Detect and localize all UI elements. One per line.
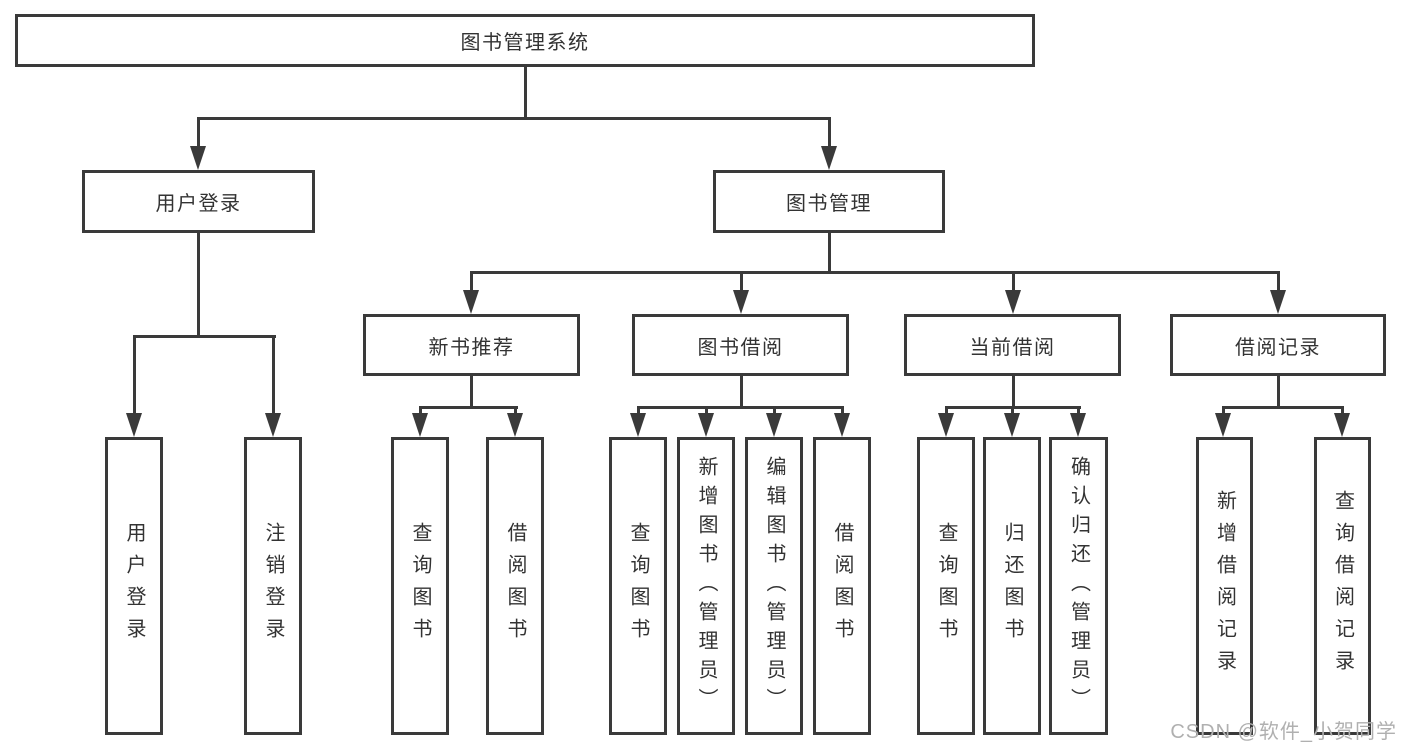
arrow-down-icon — [733, 290, 749, 314]
node-borrow-books: 借阅图书 — [813, 437, 871, 735]
node-add-borrow-record: 新增借阅记录 — [1196, 437, 1253, 735]
node-edit-books-admin: 编辑图书（管理员） — [745, 437, 803, 735]
node-label: 借阅图书 — [831, 522, 853, 650]
watermark: CSDN @软件_小贺同学 — [1170, 721, 1397, 743]
connector-line — [271, 336, 275, 421]
node-library-management-system: 图书管理系统 — [15, 14, 1035, 67]
connector-line — [1011, 376, 1015, 408]
connector-line — [1221, 405, 1344, 409]
node-query-books-current: 查询图书 — [917, 437, 975, 735]
connector-line — [1276, 376, 1280, 408]
node-label: 新书推荐 — [428, 336, 515, 359]
node-query-books-borrowing: 查询图书 — [609, 437, 667, 735]
node-label: 编辑图书（管理员） — [763, 455, 785, 717]
node-label: 新增借阅记录 — [1213, 490, 1236, 682]
arrow-down-icon — [126, 413, 142, 437]
connector-line — [196, 233, 200, 337]
arrow-down-icon — [938, 413, 954, 437]
arrow-down-icon — [463, 290, 479, 314]
node-label: 注销登录 — [262, 522, 284, 650]
connector-line — [739, 272, 743, 298]
node-label: 查询图书 — [627, 522, 649, 650]
arrow-down-icon — [630, 413, 646, 437]
node-label: 用户登录 — [123, 522, 145, 650]
connector-line — [132, 336, 136, 421]
node-borrow-books-recommend: 借阅图书 — [486, 437, 544, 735]
connector-line — [1011, 272, 1015, 298]
node-book-management: 图书管理 — [713, 170, 945, 233]
arrow-down-icon — [1004, 413, 1020, 437]
arrow-down-icon — [412, 413, 428, 437]
connector-line — [636, 405, 844, 409]
node-book-borrowing: 图书借阅 — [632, 314, 849, 376]
node-current-borrowing: 当前借阅 — [904, 314, 1121, 376]
node-label: 用户登录 — [155, 193, 242, 215]
connector-line — [469, 270, 1280, 274]
arrow-down-icon — [1334, 413, 1350, 437]
connector-line — [739, 376, 743, 408]
connector-line — [1276, 272, 1280, 298]
node-new-book-recommend: 新书推荐 — [363, 314, 580, 376]
node-confirm-return-admin: 确认归还（管理员） — [1049, 437, 1108, 735]
connector-line — [827, 233, 831, 273]
connector-line — [418, 405, 518, 409]
connector-line — [523, 67, 527, 119]
connector-line — [132, 334, 276, 338]
arrow-down-icon — [1215, 413, 1231, 437]
arrow-down-icon — [507, 413, 523, 437]
connector-line — [196, 116, 831, 120]
arrow-down-icon — [1070, 413, 1086, 437]
node-label: 确认归还（管理员） — [1067, 455, 1090, 717]
node-label: 当前借阅 — [969, 336, 1056, 359]
connector-line — [827, 118, 831, 154]
node-query-borrow-record: 查询借阅记录 — [1314, 437, 1371, 735]
node-label: 新增图书（管理员） — [695, 455, 717, 717]
arrow-down-icon — [265, 413, 281, 437]
node-label: 图书借阅 — [697, 336, 784, 359]
arrow-down-icon — [834, 413, 850, 437]
arrow-down-icon — [698, 413, 714, 437]
node-return-books: 归还图书 — [983, 437, 1041, 735]
node-borrow-records: 借阅记录 — [1170, 314, 1386, 376]
node-label: 借阅记录 — [1235, 336, 1321, 359]
connector-line — [469, 376, 473, 408]
node-label: 查询图书 — [935, 522, 957, 650]
node-query-books-recommend: 查询图书 — [391, 437, 449, 735]
node-label: 查询图书 — [409, 522, 431, 650]
arrow-down-icon — [1005, 290, 1021, 314]
node-label: 查询借阅记录 — [1331, 490, 1354, 682]
arrow-down-icon — [766, 413, 782, 437]
arrow-down-icon — [1270, 290, 1286, 314]
node-add-books-admin: 新增图书（管理员） — [677, 437, 735, 735]
node-user-login-action: 用户登录 — [105, 437, 163, 735]
node-label: 归还图书 — [1001, 522, 1023, 650]
node-user-login: 用户登录 — [82, 170, 315, 233]
connector-line — [196, 118, 200, 154]
connector-line — [469, 272, 473, 298]
arrow-down-icon — [821, 146, 837, 170]
arrow-down-icon — [190, 146, 206, 170]
node-label: 图书管理 — [786, 193, 872, 215]
node-label: 借阅图书 — [504, 522, 526, 650]
node-label: 图书管理系统 — [460, 32, 590, 54]
node-logout: 注销登录 — [244, 437, 302, 735]
